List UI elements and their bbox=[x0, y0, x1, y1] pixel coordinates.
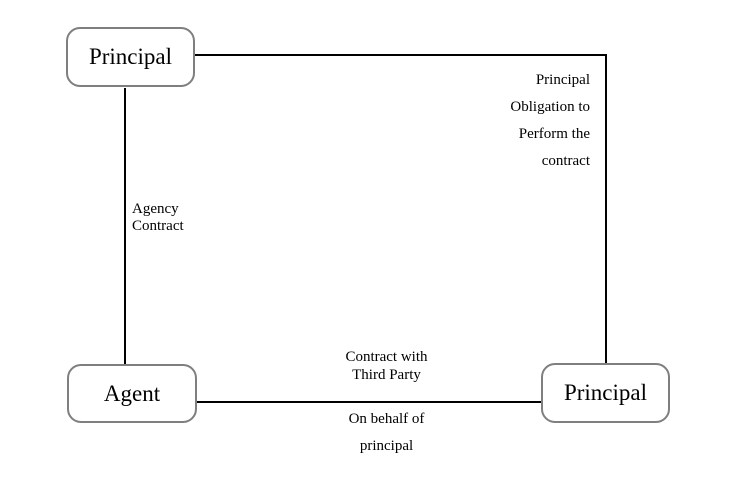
edge-agent-to-principal-line bbox=[197, 401, 542, 403]
label-agency-contract-line1: Agency bbox=[132, 201, 179, 217]
edge-principal-to-agent-line bbox=[124, 88, 126, 365]
label-contract-with-third-party: Contract with Third Party bbox=[309, 348, 464, 384]
node-agent: Agent bbox=[67, 364, 197, 423]
node-principal-top: Principal bbox=[66, 27, 195, 87]
label-principal-obligation-line2: Obligation to bbox=[510, 99, 590, 115]
node-principal-top-label: Principal bbox=[88, 44, 173, 69]
label-agency-contract: Agency Contract bbox=[132, 201, 184, 235]
node-principal-bottom-right-label: Principal bbox=[563, 380, 648, 405]
edge-principal-obligation-vertical-line bbox=[605, 54, 607, 364]
label-on-behalf-of-principal-line1: On behalf of bbox=[348, 411, 425, 427]
label-contract-with-third-party-line1: Contract with bbox=[345, 349, 428, 365]
label-principal-obligation-line1: Principal bbox=[535, 72, 590, 88]
label-principal-obligation: Principal Obligation to Perform the cont… bbox=[440, 67, 590, 175]
label-on-behalf-of-principal-line2: principal bbox=[359, 438, 414, 454]
label-principal-obligation-line3: Perform the bbox=[518, 126, 590, 142]
node-principal-bottom-right: Principal bbox=[541, 363, 670, 423]
label-agency-contract-line2: Contract bbox=[132, 218, 184, 234]
edge-principal-obligation-horizontal-line bbox=[195, 54, 607, 56]
node-agent-label: Agent bbox=[103, 380, 161, 406]
label-principal-obligation-line4: contract bbox=[541, 153, 590, 169]
label-contract-with-third-party-line2: Third Party bbox=[352, 367, 421, 383]
label-on-behalf-of-principal: On behalf of principal bbox=[309, 406, 464, 460]
